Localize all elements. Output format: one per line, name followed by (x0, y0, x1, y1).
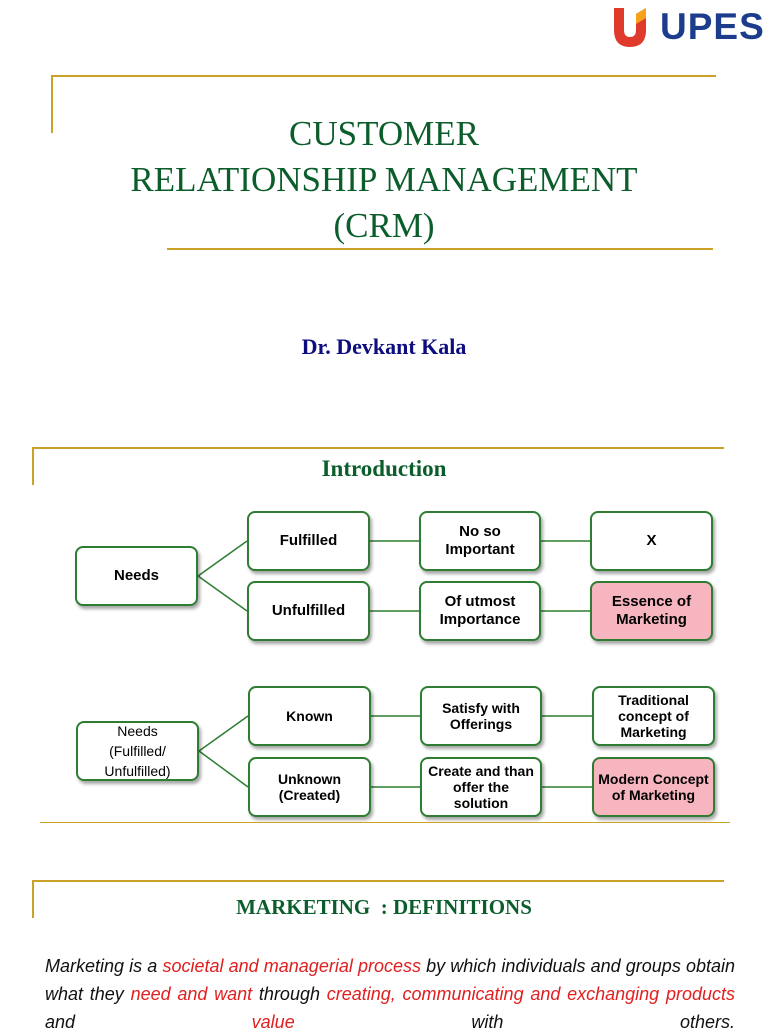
create-then-offer-node: Create and than offer the solution (420, 757, 542, 817)
intro-heading: Introduction (321, 456, 447, 481)
def-part-7: and (45, 1012, 252, 1032)
def-part-3: by which individuals and groups obtain w… (45, 956, 735, 1004)
satisfy-with-offerings-node: Satisfy with Offerings (420, 686, 542, 746)
needs-node: Needs (75, 546, 198, 606)
unfulfilled-node: Unfulfilled (247, 581, 370, 641)
title-line-1: CUSTOMER (289, 114, 479, 153)
cover-top-rule (51, 75, 716, 77)
intro-left-rule (32, 447, 34, 485)
def-emphasis-value: value (251, 1012, 295, 1032)
x-node: X (590, 511, 713, 571)
not-so-important-node: No so Important (419, 511, 541, 571)
known-node: Known (248, 686, 371, 746)
fulfilled-node: Fulfilled (247, 511, 370, 571)
definitions-top-rule (32, 880, 724, 882)
utmost-importance-node: Of utmost Importance (419, 581, 541, 641)
title-line-2: RELATIONSHIP MANAGEMENT (130, 160, 638, 199)
intro-top-rule (32, 447, 724, 449)
essence-of-marketing-node: Essence of Marketing (590, 581, 713, 641)
def-emphasis-need-want: need and want (130, 984, 253, 1004)
needs-fulfilled-unfulfilled-node: Needs (Fulfilled/ Unfulfilled) (76, 721, 199, 781)
upes-logo-icon (614, 8, 646, 47)
upes-logo: UPES (612, 4, 765, 50)
title-underline (167, 248, 713, 250)
def-part-5: through (252, 984, 327, 1004)
definitions-heading: MARKETING : DEFINITIONS (236, 895, 532, 919)
logo-text: UPES (660, 6, 765, 47)
def-emphasis-societal: societal and managerial process (162, 956, 421, 976)
modern-concept-node: Modern Concept of Marketing (592, 757, 715, 817)
definitions-left-rule (32, 880, 34, 918)
def-part-9: with others. (294, 1012, 735, 1032)
traditional-concept-node: Traditional concept of Marketing (592, 686, 715, 746)
title-line-3: (CRM) (333, 206, 435, 245)
author-name: Dr. Devkant Kala (301, 334, 467, 359)
def-part-1: Marketing is a (45, 956, 163, 976)
marketing-definition: Marketing is a societal and managerial p… (45, 952, 735, 1036)
unknown-created-node: Unknown (Created) (248, 757, 371, 817)
cover-left-rule (51, 75, 53, 133)
intro-bottom-rule (40, 822, 730, 823)
def-emphasis-creating: creating, communicating and exchanging p… (326, 984, 735, 1004)
